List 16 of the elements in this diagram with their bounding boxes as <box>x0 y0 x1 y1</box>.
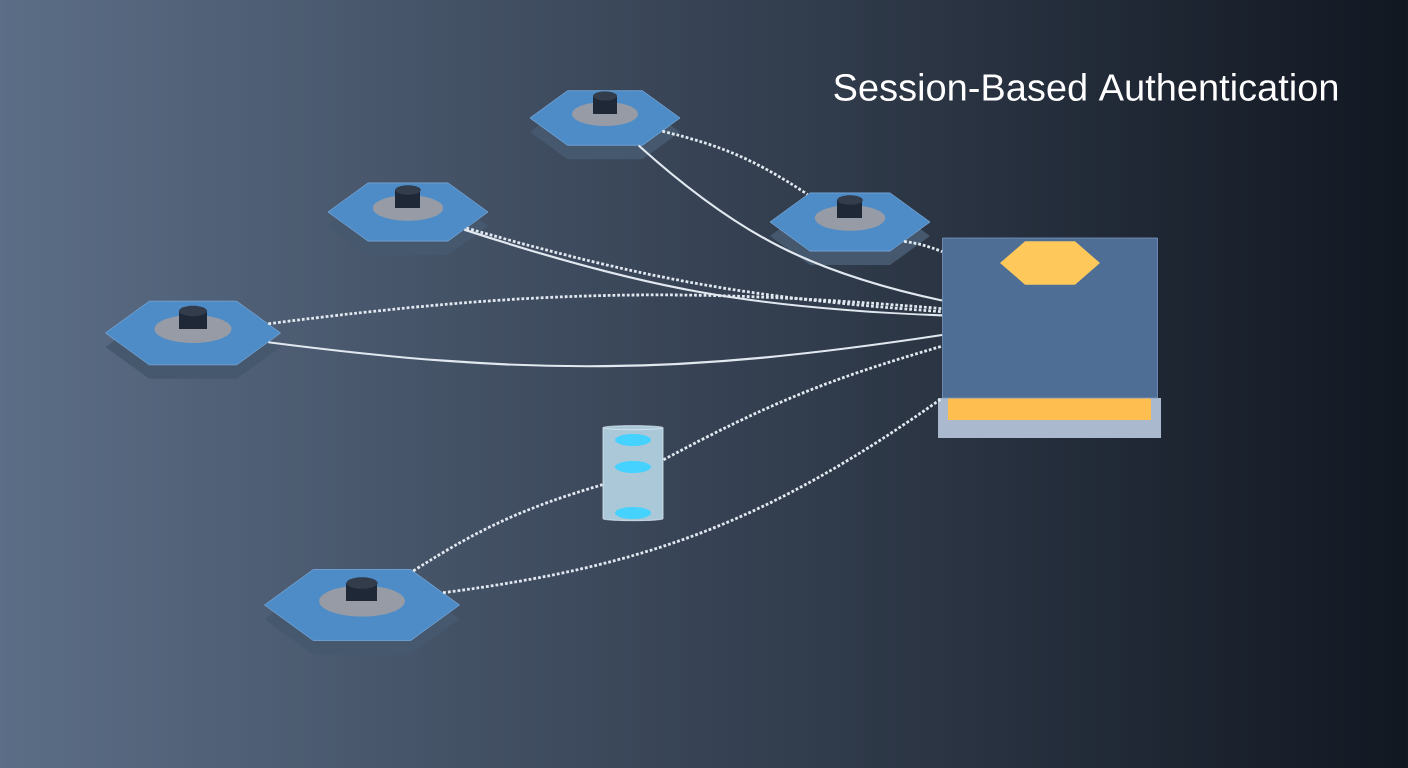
client-hexagon <box>529 90 681 160</box>
session-store-cylinder <box>602 425 664 522</box>
dotted-connector <box>662 344 943 461</box>
connector-line <box>637 144 943 302</box>
client-hexagon <box>327 182 489 256</box>
dotted-connector <box>412 483 603 573</box>
dotted-connector <box>268 293 943 326</box>
server-block <box>938 237 1161 438</box>
dotted-connector <box>903 239 943 253</box>
client-hexagon <box>769 192 931 266</box>
dotted-connector <box>442 397 943 595</box>
connector-line <box>268 333 943 368</box>
client-hexagon <box>105 300 281 379</box>
client-hexagon <box>264 569 460 655</box>
dotted-connector <box>661 129 809 196</box>
title: Session-Based Authentication <box>834 73 1338 101</box>
